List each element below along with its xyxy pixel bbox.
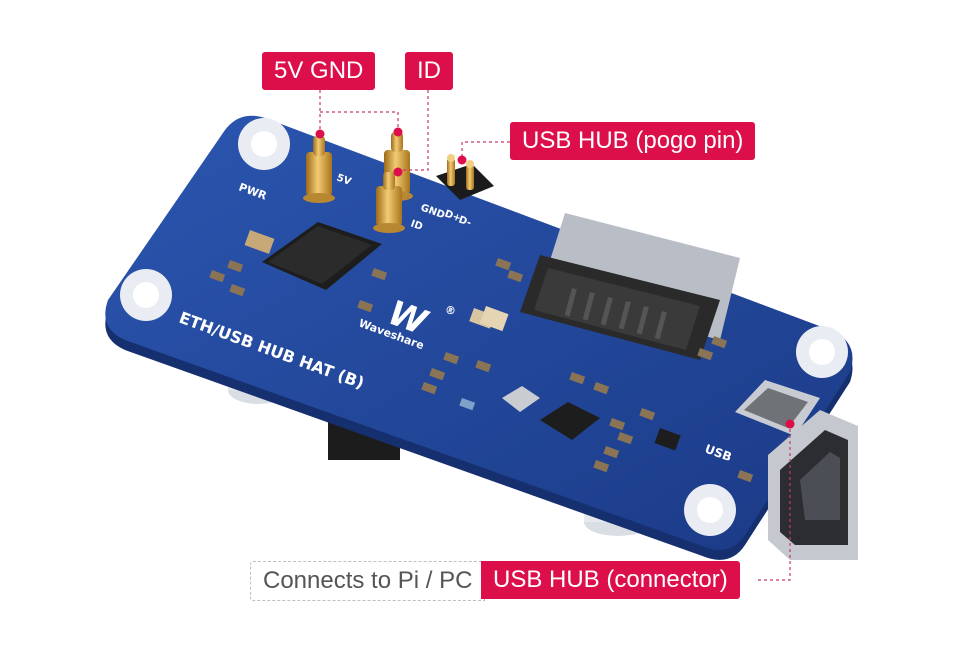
ethernet-jack <box>520 213 740 360</box>
ethernet-chip <box>540 402 600 440</box>
leader-5v-gnd-branch <box>320 111 399 132</box>
label-5v-gnd: 5V GND <box>262 52 376 90</box>
leader-connector <box>758 420 791 581</box>
micro-usb-port <box>735 380 820 436</box>
leader-dots <box>315 127 795 429</box>
silk-5v: 5V <box>335 172 353 187</box>
leader-lines <box>319 90 791 581</box>
leader-id <box>398 90 429 171</box>
silk-dplus: D+ <box>443 208 462 224</box>
usb-hub-chip <box>262 222 382 290</box>
label-usb-hub-connector: USB HUB (connector) <box>481 561 740 599</box>
silk-id: ID <box>409 218 424 232</box>
silk-dminus: D- <box>457 214 473 229</box>
silk-registered: ® <box>443 303 458 319</box>
pogo-pin-header <box>436 154 494 200</box>
pogo-pins-power-id <box>303 132 413 233</box>
smd-components <box>209 229 754 483</box>
mounting-holes <box>120 118 848 536</box>
crystal <box>502 386 540 412</box>
label-usb-hub-pogo-pin: USB HUB (pogo pin) <box>510 122 756 160</box>
label-connects-to-pi: Connects to Pi / PC <box>250 561 486 601</box>
leader-pogo <box>461 141 510 160</box>
label-id: ID <box>405 52 453 90</box>
